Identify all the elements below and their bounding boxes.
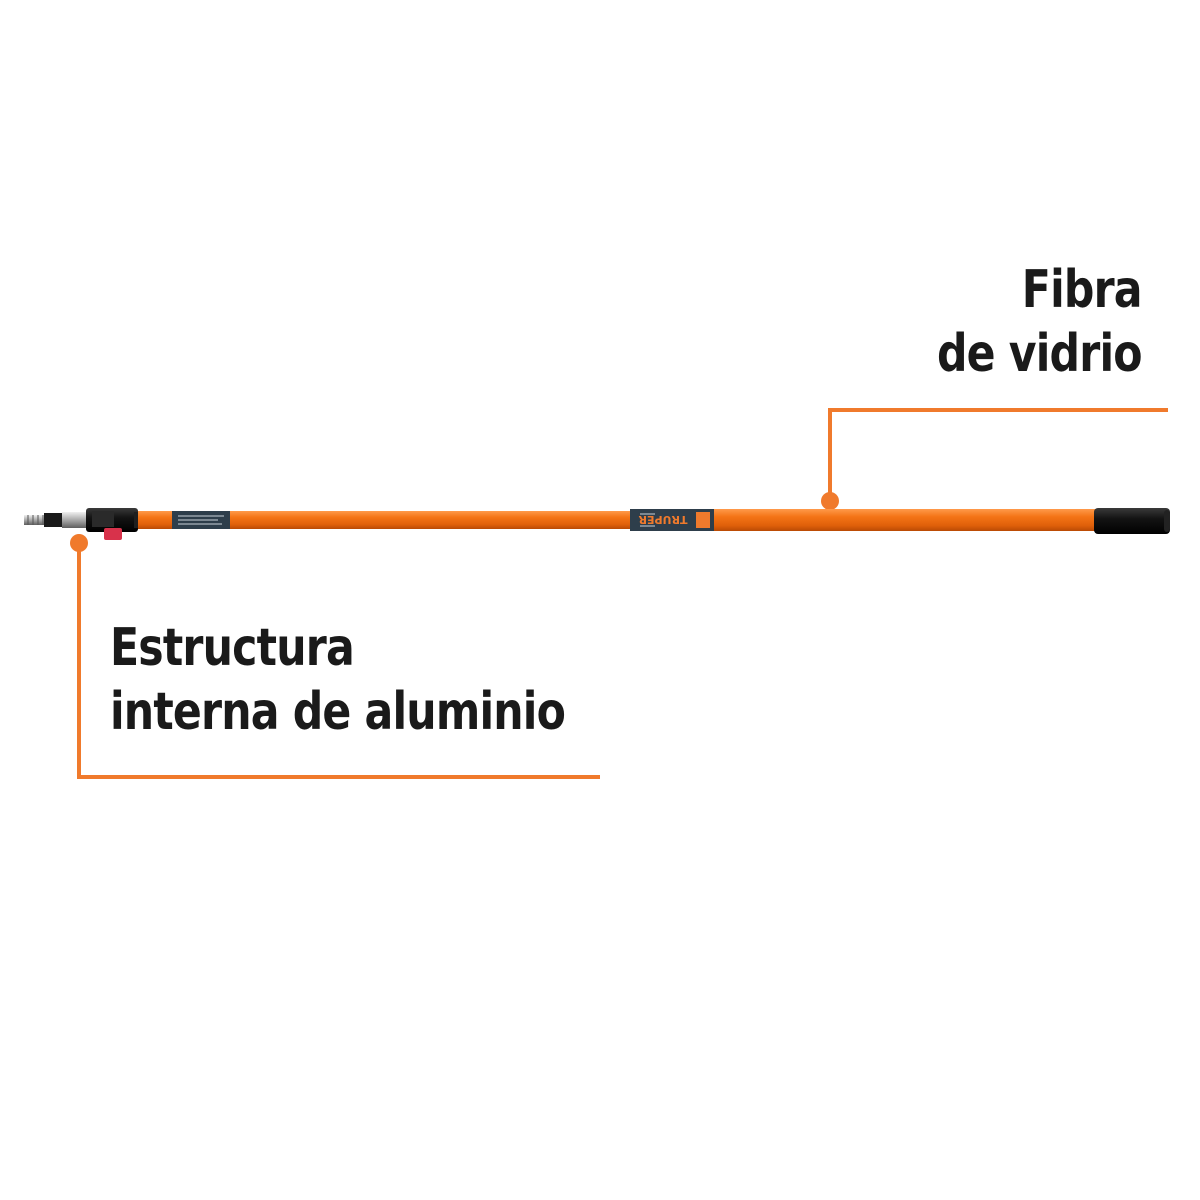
threaded-tip — [24, 512, 88, 528]
callout-fiberglass-line2: de vidrio — [937, 324, 1143, 384]
callout-fiberglass: Fibra de vidrio — [937, 258, 1143, 386]
callout-fiberglass-line1: Fibra — [1022, 260, 1143, 320]
inner-tube — [138, 511, 638, 529]
callout-connector-fiberglass — [821, 408, 1168, 510]
outer-tube — [630, 509, 1100, 531]
end-grip — [1094, 508, 1170, 534]
brand-label: TRUPER — [638, 513, 687, 526]
callout-connector-aluminum — [70, 534, 600, 779]
callout-aluminum-line1: Estructura — [110, 618, 355, 678]
callout-aluminum-line2: interna de aluminio — [110, 682, 566, 742]
lock-collar — [86, 508, 140, 540]
callout-aluminum: Estructura interna de aluminio — [110, 616, 566, 744]
